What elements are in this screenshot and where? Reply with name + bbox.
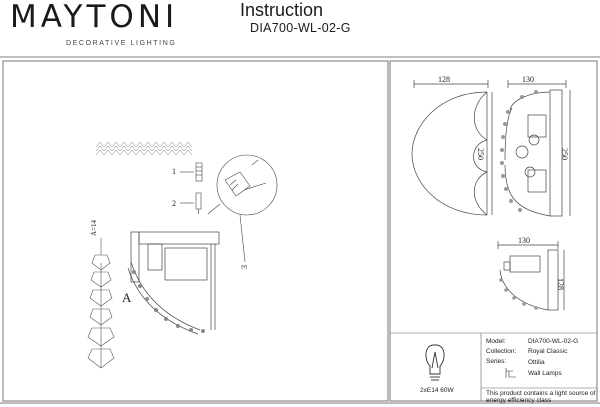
collection-value: Royal Classic (528, 348, 568, 355)
series-label: Series: (486, 358, 506, 365)
side-height-dim: 250 (560, 148, 569, 160)
lamp-assembly-view (127, 231, 220, 335)
energy-note-line-1: This product contains a light source of (486, 390, 596, 397)
top-width-dim: 130 (518, 236, 530, 245)
bulb-size-label: A=14 (90, 219, 98, 236)
crystal-pendant-column (87, 238, 115, 369)
assembly-panel-frame (2, 60, 389, 402)
callout-2: 2 (172, 199, 176, 208)
collection-label: Collection: (486, 348, 517, 355)
type-value: Wall Lamps (528, 370, 562, 377)
info-block-frame (390, 332, 597, 401)
detail-label-a: A (122, 290, 132, 305)
series-value: Ottilia (528, 359, 545, 366)
part-2-anchor (195, 192, 202, 210)
brand-tagline: DECORATIVE LIGHTING (66, 40, 177, 47)
bulb-icon (425, 344, 445, 381)
top-depth-dim: 128 (556, 278, 565, 290)
model-value: DIA700-WL-02-G (528, 338, 578, 345)
front-view-drawing (411, 80, 493, 216)
header-model-code: DIA700-WL-02-G (250, 21, 351, 35)
crystal-chain (132, 270, 205, 333)
top-view-crystals (499, 278, 538, 310)
model-label: Model: (486, 338, 506, 345)
top-view-drawing (497, 241, 565, 311)
side-width-dim: 130 (522, 75, 534, 84)
side-view-crystals (500, 90, 538, 212)
lamp-spec: 2xE14 60W (420, 387, 454, 394)
side-view-drawing (504, 80, 571, 217)
detail-magnifier (207, 154, 278, 263)
callout-3: 3 (240, 265, 249, 269)
wall-lamp-icon (505, 368, 516, 378)
brand-logo: MAYTONI (10, 0, 179, 35)
part-1-screw (195, 162, 203, 182)
crystal-strip (95, 141, 193, 156)
front-width-dim: 128 (438, 75, 450, 84)
front-height-dim: 250 (476, 148, 485, 160)
callout-1: 1 (172, 167, 176, 176)
dimension-panel-frame (389, 60, 598, 402)
energy-note-line-2: energy efficiency class (486, 397, 552, 404)
document-title: Instruction (240, 0, 324, 20)
